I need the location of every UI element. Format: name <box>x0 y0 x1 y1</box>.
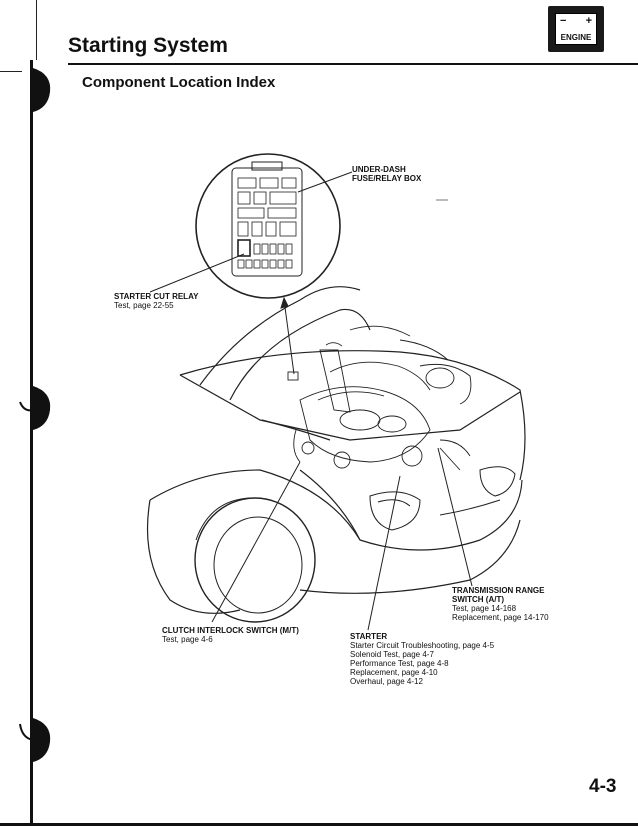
page-number: 4-3 <box>589 776 617 797</box>
badge-label: ENGINE <box>560 33 592 42</box>
binder-hole-top <box>33 68 51 112</box>
badge-minus: − <box>560 15 567 27</box>
leader-starter-cut-relay <box>149 253 245 293</box>
callout-transmission-range-switch: TRANSMISSION RANGE SWITCH (A/T) Test, pa… <box>452 586 549 622</box>
callout-fuse-box-line2: FUSE/RELAY BOX <box>352 174 422 183</box>
callout-starter-name: STARTER <box>350 632 388 641</box>
leader-starter <box>367 475 401 631</box>
callout-trs-replacement: Replacement, page 14-170 <box>452 613 549 622</box>
callout-starter-line: Starter Circuit Troubleshooting, page 4-… <box>350 641 495 650</box>
callout-relay-name: STARTER CUT RELAY <box>114 292 199 301</box>
callout-trs-line2: SWITCH (A/T) <box>452 595 504 604</box>
callout-relay-text: Test, page 22-55 <box>114 301 174 310</box>
headlights <box>369 466 516 531</box>
leader-fuse-box <box>297 171 353 193</box>
binder-hole-bottom <box>33 718 51 762</box>
binder-hole-middle <box>33 386 51 430</box>
callout-fuse-box-line1: UNDER-DASH <box>352 165 406 174</box>
bottom-rule <box>0 823 638 826</box>
margin-rule-top <box>36 0 37 60</box>
leader-transmission-switch <box>437 447 473 587</box>
callout-starter: STARTER Starter Circuit Troubleshooting,… <box>350 632 494 686</box>
page-title: Starting System <box>68 34 228 57</box>
callout-starter-line: Performance Test, page 4-8 <box>350 659 449 668</box>
leader-arrowhead <box>280 296 289 309</box>
leader-clutch-switch <box>211 461 301 623</box>
callout-fuse-box: UNDER-DASH FUSE/RELAY BOX <box>352 165 421 183</box>
leader-relay-to-dash <box>283 299 295 375</box>
fuse-box-detail <box>195 153 341 299</box>
engine-badge: − + ENGINE <box>548 6 604 52</box>
callout-starter-line: Replacement, page 4-10 <box>350 668 438 677</box>
callout-clutch-name: CLUTCH INTERLOCK SWITCH (M/T) <box>162 626 299 635</box>
callout-starter-cut-relay: STARTER CUT RELAY Test, page 22-55 <box>114 292 198 310</box>
badge-plus: + <box>585 15 592 27</box>
front-wheel <box>194 497 316 623</box>
binding-spine <box>30 60 33 826</box>
title-rule <box>68 63 638 65</box>
callout-clutch-text: Test, page 4-6 <box>162 635 213 644</box>
callout-starter-line: Overhaul, page 4-12 <box>350 677 423 686</box>
section-subtitle: Component Location Index <box>82 74 276 91</box>
callout-clutch-interlock-switch: CLUTCH INTERLOCK SWITCH (M/T) Test, page… <box>162 626 299 644</box>
battery-icon: − + ENGINE <box>555 13 597 45</box>
engine-assembly <box>287 325 472 471</box>
margin-tick <box>0 71 22 72</box>
callout-starter-line: Solenoid Test, page 4-7 <box>350 650 434 659</box>
car-body <box>146 286 526 614</box>
callout-trs-line1: TRANSMISSION RANGE <box>452 586 545 595</box>
callout-trs-test: Test, page 14-168 <box>452 604 517 613</box>
